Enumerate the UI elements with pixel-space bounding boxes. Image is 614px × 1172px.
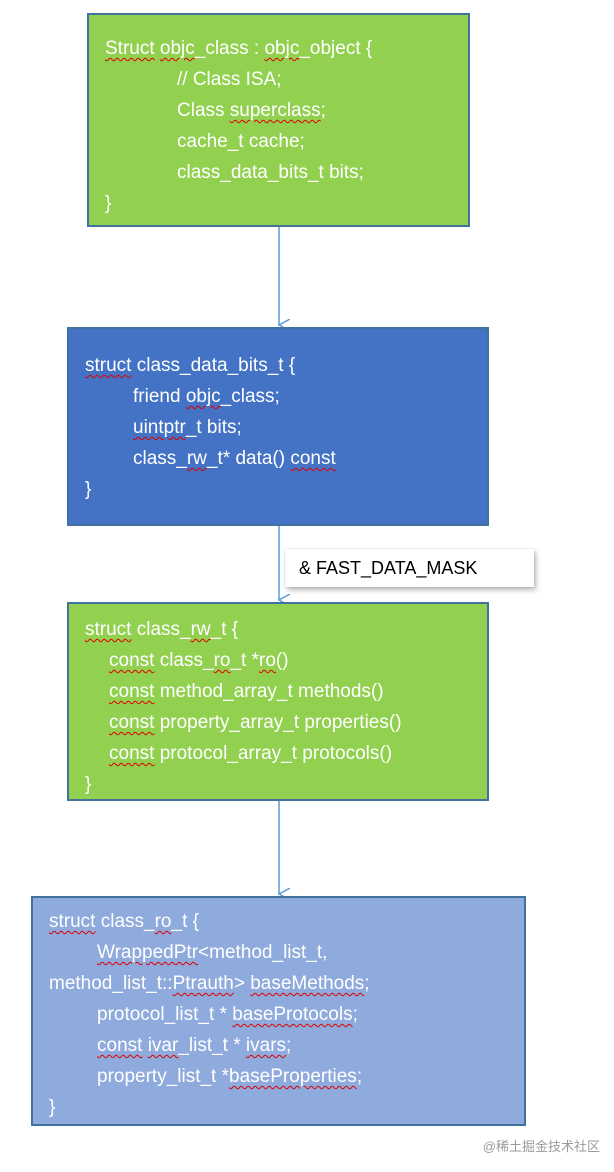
spellcheck-flagged-word: superclass: [229, 100, 321, 121]
spellcheck-flagged-word: ivar: [147, 1035, 179, 1056]
code-text: property_array_t properties(): [154, 712, 402, 733]
code-line: // Class ISA;: [105, 64, 468, 95]
code-text: _t* data(): [206, 448, 291, 469]
objc-class-box: Struct objc_class : objc_object { // Cla…: [87, 13, 470, 227]
code-text: <method_list_t,: [198, 942, 328, 963]
code-text: _t {: [171, 911, 199, 932]
spellcheck-flagged-word: struct: [85, 355, 132, 376]
code-text: class_data_bits_t bits;: [177, 162, 364, 183]
code-line: WrappedPtr<method_list_t,: [49, 937, 524, 968]
code-line: }: [85, 474, 487, 505]
spellcheck-flagged-word: uintptr: [133, 417, 186, 438]
code-text: protocol_list_t *: [97, 1004, 233, 1025]
code-text: ;: [356, 1066, 363, 1087]
code-text: }: [105, 193, 112, 214]
spellcheck-flagged-word: struct: [49, 911, 96, 932]
code-text: protocol_array_t protocols(): [154, 743, 393, 764]
spellcheck-flagged-word: const: [97, 1035, 143, 1056]
code-line: const method_array_t methods(): [85, 676, 487, 707]
spellcheck-flagged-word: baseProtocols: [232, 1004, 353, 1025]
code-text: (): [275, 650, 289, 671]
code-line: friend objc_class;: [85, 381, 487, 412]
code-line: const protocol_array_t protocols(): [85, 738, 487, 769]
code-text: friend: [133, 386, 186, 407]
code-text: // Class ISA;: [177, 69, 282, 90]
code-text: class_: [154, 650, 214, 671]
spellcheck-flagged-word: baseMethods: [250, 973, 365, 994]
code-text: class_data_bits_t {: [131, 355, 296, 376]
code-text: _object {: [299, 38, 373, 59]
code-line: uintptr_t bits;: [85, 412, 487, 443]
code-line: const ivar_list_t * ivars;: [49, 1030, 524, 1061]
code-text: ;: [364, 973, 370, 994]
spellcheck-flagged-word: WrappedPtr: [97, 942, 199, 963]
spellcheck-flagged-word: const: [290, 448, 336, 469]
spellcheck-flagged-word: ro: [213, 650, 231, 671]
code-text: class_: [95, 911, 155, 932]
code-line: property_list_t *baseProperties;: [49, 1061, 524, 1092]
class-rw-box: struct class_rw_t { const class_ro_t *ro…: [67, 602, 489, 801]
code-text: ;: [286, 1035, 292, 1056]
code-text: _class;: [220, 386, 280, 407]
code-text: _t *: [230, 650, 259, 671]
spellcheck-flagged-word: Struct: [105, 38, 155, 59]
spellcheck-flagged-word: const: [109, 681, 155, 702]
code-line: protocol_list_t * baseProtocols;: [49, 999, 524, 1030]
spellcheck-flagged-word: Ptrauth: [172, 973, 234, 994]
code-line: }: [85, 769, 487, 800]
code-text: class_: [131, 619, 191, 640]
spellcheck-flagged-word: rw: [190, 619, 211, 640]
code-text: method_list_t::: [49, 973, 173, 994]
spellcheck-flagged-word: struct: [85, 619, 132, 640]
code-text: Class: [177, 100, 230, 121]
code-text: >: [233, 973, 251, 994]
code-text: _t bits;: [185, 417, 242, 438]
code-line: Struct objc_class : objc_object {: [105, 33, 468, 64]
code-line: struct class_ro_t {: [49, 906, 524, 937]
fast-data-mask-callout: & FAST_DATA_MASK: [285, 549, 534, 587]
spellcheck-flagged-word: const: [109, 743, 155, 764]
code-line: class_data_bits_t bits;: [105, 157, 468, 188]
code-text: class_: [133, 448, 187, 469]
code-line: struct class_rw_t {: [85, 614, 487, 645]
spellcheck-flagged-word: rw: [186, 448, 207, 469]
spellcheck-flagged-word: const: [109, 650, 155, 671]
code-text: _class :: [194, 38, 265, 59]
code-text: ;: [320, 100, 326, 121]
code-line: }: [49, 1092, 524, 1123]
code-text: _list_t *: [178, 1035, 246, 1056]
code-line: const class_ro_t *ro(): [85, 645, 487, 676]
code-text: }: [49, 1097, 56, 1118]
spellcheck-flagged-word: objc: [185, 386, 221, 407]
spellcheck-flagged-word: ivars: [245, 1035, 287, 1056]
code-text: cache_t cache;: [177, 131, 305, 152]
code-line: method_list_t::Ptrauth> baseMethods;: [49, 968, 524, 999]
watermark: @稀土掘金技术社区: [482, 1139, 600, 1154]
code-text: method_array_t methods(): [154, 681, 384, 702]
code-text: ;: [352, 1004, 358, 1025]
spellcheck-flagged-word: ro: [154, 911, 172, 932]
code-line: const property_array_t properties(): [85, 707, 487, 738]
code-text: }: [85, 479, 92, 500]
code-line: class_rw_t* data() const: [85, 443, 487, 474]
spellcheck-flagged-word: ro: [259, 650, 276, 671]
code-text: }: [85, 774, 92, 795]
class-data-bits-box: struct class_data_bits_t { friend objc_c…: [67, 327, 489, 526]
spellcheck-flagged-word: const: [109, 712, 155, 733]
code-line: Class superclass;: [105, 95, 468, 126]
code-line: cache_t cache;: [105, 126, 468, 157]
code-text: _t {: [210, 619, 239, 640]
code-text: property_list_t *: [97, 1066, 230, 1087]
spellcheck-flagged-word: objc: [159, 38, 195, 59]
code-line: struct class_data_bits_t {: [85, 350, 487, 381]
class-ro-box: struct class_ro_t { WrappedPtr<method_li…: [31, 896, 526, 1126]
spellcheck-flagged-word: baseProperties: [229, 1066, 357, 1087]
code-line: }: [105, 188, 468, 219]
spellcheck-flagged-word: objc: [264, 38, 300, 59]
